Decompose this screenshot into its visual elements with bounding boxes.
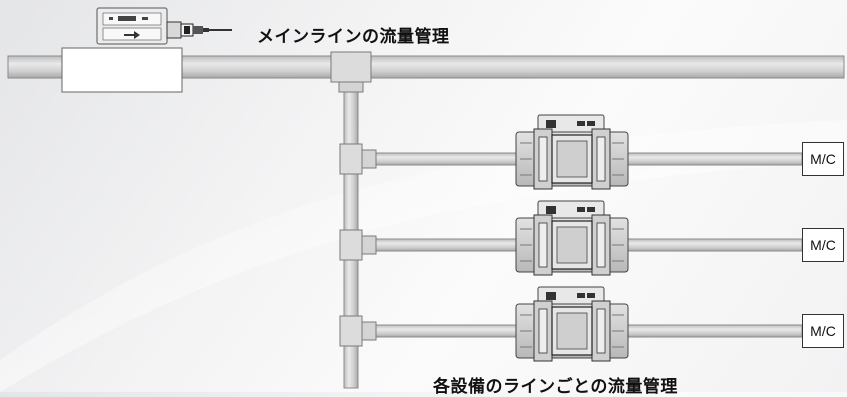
- main-line-flow-sensor: [61, 7, 232, 93]
- branch-line: [339, 114, 803, 190]
- branch-flow-sensor: [515, 114, 629, 190]
- branch-line: [339, 286, 803, 362]
- branch-tee-neck: [361, 321, 377, 341]
- machine-box: M/C: [802, 228, 844, 262]
- branch-tee-joint: [339, 143, 363, 175]
- main-line-label: メインラインの流量管理: [257, 27, 450, 47]
- main-tee-joint: [330, 51, 372, 83]
- branch-line-label: 各設備のラインごとの流量管理: [433, 377, 678, 397]
- branch-line: [339, 200, 803, 276]
- branch-tee-neck: [361, 149, 377, 169]
- main-pipe: [7, 55, 845, 79]
- machine-box: M/C: [802, 142, 844, 176]
- branch-tee-joint: [339, 229, 363, 261]
- background-swoosh: [0, 120, 847, 392]
- machine-box: M/C: [802, 314, 844, 348]
- branch-flow-sensor: [515, 200, 629, 276]
- main-tee-neck: [338, 81, 364, 93]
- branch-flow-sensor: [515, 286, 629, 362]
- branch-tee-neck: [361, 235, 377, 255]
- branch-tee-joint: [339, 315, 363, 347]
